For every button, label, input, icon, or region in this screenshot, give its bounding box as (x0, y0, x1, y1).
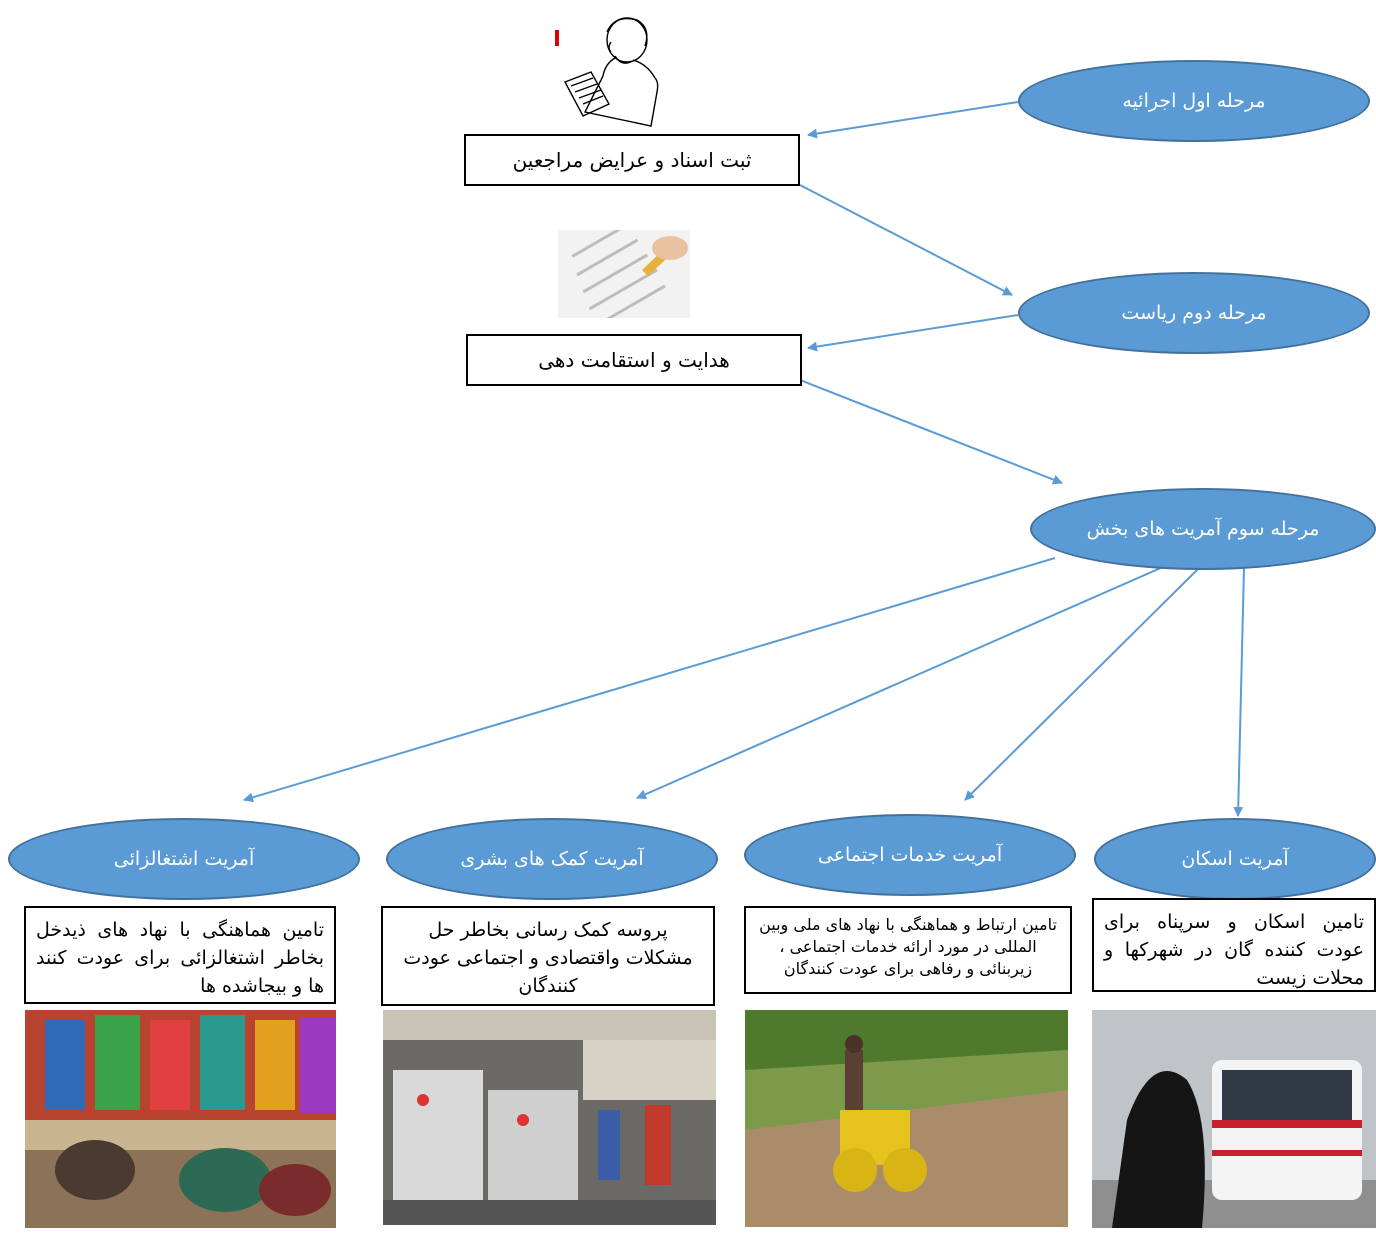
stage-second-oval: مرحله دوم ریاست (1018, 272, 1370, 354)
arrow-stage1-to-register (807, 101, 1019, 139)
dept-social-oval: آمریت خدمات اجتماعی (744, 814, 1076, 896)
receptionist-illustration (555, 17, 659, 127)
arrow-stage3-to-employment (243, 557, 1056, 803)
aid-warehouse-photo (383, 1010, 716, 1225)
dept-humanitarian-label: آمریت کمک های بشری (460, 848, 644, 870)
arrow-stage2-to-guidance (807, 314, 1019, 352)
register-documents-box: ثبت اسناد و عرایض مراجعین (464, 134, 800, 186)
exam-paper-photo (558, 230, 690, 318)
dept-employment-desc: تامین هماهنگی با نهاد های ذیدخل بخاطر اش… (24, 906, 336, 1004)
dept-social-label: آمریت خدمات اجتماعی (817, 844, 1003, 866)
stage-third-label: مرحله سوم آمریت های بخش (1086, 518, 1320, 540)
dept-employment-label: آمریت اشتغالزائی (113, 848, 255, 870)
dept-employment-oval: آمریت اشتغالزائی (8, 818, 360, 900)
guidance-box: هدایت و استقامت دهی (466, 334, 802, 386)
dept-humanitarian-oval: آمریت کمک های بشری (386, 818, 718, 900)
bus-return-photo (1092, 1010, 1376, 1228)
dept-housing-desc: تامین اسکان و سرپناه برای عودت کننده گان… (1092, 898, 1376, 992)
stage-first-label: مرحله اول اجرائیه (1122, 90, 1266, 112)
dept-social-desc: تامین ارتباط و هماهنگی با نهاد های ملی و… (744, 906, 1072, 994)
dept-housing-label: آمریت اسکان (1181, 848, 1289, 870)
arrow-guidance-to-stage3 (799, 379, 1063, 485)
arrow-register-to-stage2 (799, 184, 1013, 296)
dept-housing-oval: آمریت اسکان (1094, 818, 1376, 900)
arrow-stage3-to-housing (1233, 567, 1245, 817)
stage-second-label: مرحله دوم ریاست (1121, 302, 1267, 324)
register-documents-label: ثبت اسناد و عرایض مراجعین (512, 148, 752, 172)
arrow-stage3-to-aid (636, 562, 1173, 799)
tailoring-workshop-photo (25, 1010, 336, 1228)
stage-first-oval: مرحله اول اجرائیه (1018, 60, 1370, 142)
dept-humanitarian-desc: پروسه کمک رسانی بخاطر حل مشکلات واقتصادی… (381, 906, 715, 1006)
road-roller-photo (745, 1010, 1068, 1227)
stage-third-oval: مرحله سوم آمریت های بخش (1030, 488, 1376, 570)
arrow-stage3-to-social (964, 566, 1201, 801)
guidance-label: هدایت و استقامت دهی (538, 348, 730, 372)
